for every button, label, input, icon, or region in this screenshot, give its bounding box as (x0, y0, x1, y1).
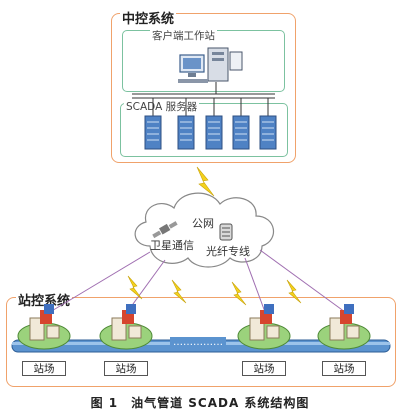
scada-server-frame (120, 103, 288, 157)
more-sites-ellipsis: …………… (170, 337, 226, 348)
site-label: 站场 (322, 361, 366, 376)
site-label: 站场 (104, 361, 148, 376)
fiber-label: 光纤专线 (206, 245, 250, 258)
station-system-frame (6, 297, 396, 387)
client-workstation-label: 客户端工作站 (150, 28, 217, 43)
satellite-icon (152, 221, 178, 239)
cloud-icon (134, 192, 274, 268)
central-system-title: 中控系统 (120, 8, 177, 27)
lightning-icon (127, 275, 143, 300)
station-site-icon (17, 304, 71, 350)
station-site-icon (99, 304, 153, 350)
station-system-title: 站控系统 (16, 290, 73, 309)
fiber-coil-icon (219, 223, 233, 241)
public-network-label: 公网 (192, 217, 214, 230)
lightning-icon (196, 166, 215, 197)
figure-caption: 图 1 油气管道 SCADA 系统结构图 (90, 396, 310, 410)
station-site-icon (317, 304, 371, 350)
site-label: 站场 (22, 361, 66, 376)
lan-bus (132, 82, 275, 116)
scada-server-label: SCADA 服务器 (124, 99, 200, 114)
satellite-label: 卫星通信 (150, 239, 194, 252)
workstation-icon (178, 47, 243, 83)
server-rack-icon (144, 115, 277, 150)
site-label: 站场 (242, 361, 286, 376)
lightning-icon (171, 279, 187, 304)
lightning-icon (286, 279, 302, 304)
lightning-icon (231, 281, 247, 306)
station-site-icon (237, 304, 291, 350)
